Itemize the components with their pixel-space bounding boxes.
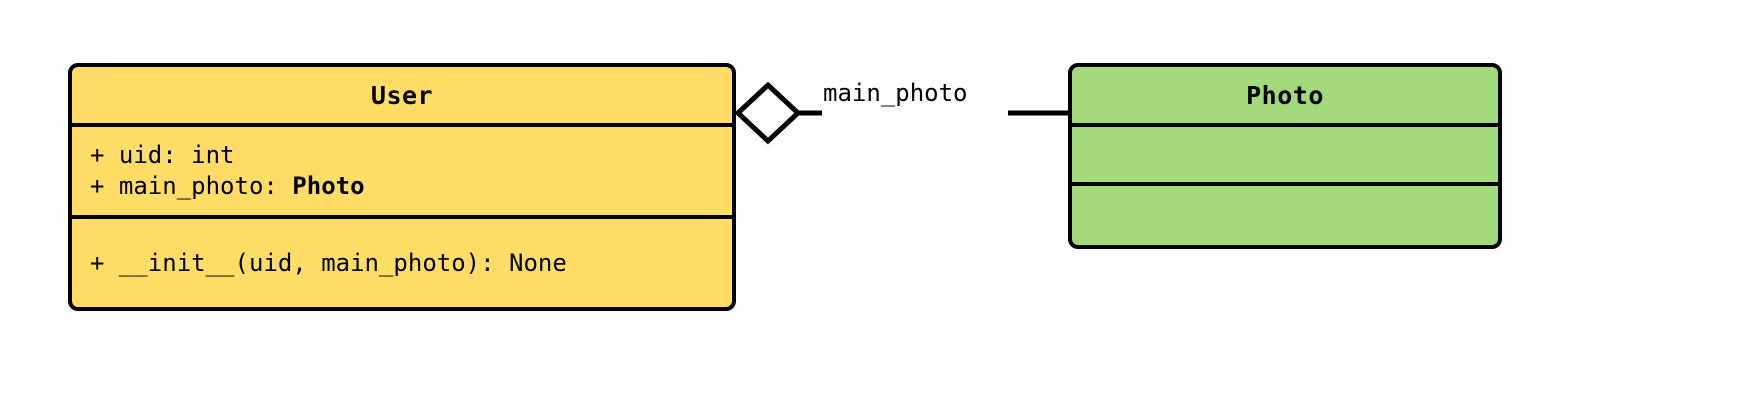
class-user-attributes: + uid: int + main_photo: Photo — [72, 123, 732, 215]
attribute-main-photo-label: + main_photo: — [90, 172, 293, 200]
attribute-main-photo: + main_photo: Photo — [90, 171, 714, 202]
attribute-main-photo-type: Photo — [292, 172, 365, 200]
class-photo-title: Photo — [1246, 80, 1324, 110]
uml-class-user[interactable]: User + uid: int + main_photo: Photo + __… — [68, 63, 736, 311]
aggregation-diamond-icon — [734, 81, 802, 145]
association-main-photo[interactable]: main_photo — [730, 63, 1075, 163]
class-user-methods: + __init__(uid, main_photo): None — [72, 215, 732, 307]
class-photo-methods — [1072, 182, 1498, 241]
class-photo-attributes — [1072, 123, 1498, 182]
method-init: + __init__(uid, main_photo): None — [90, 248, 567, 277]
association-line-svg — [734, 81, 1070, 145]
uml-class-photo[interactable]: Photo — [1068, 63, 1502, 249]
attribute-uid: + uid: int — [90, 141, 235, 170]
class-user-title: User — [370, 80, 434, 110]
association-label-main-photo: main_photo — [823, 79, 968, 107]
